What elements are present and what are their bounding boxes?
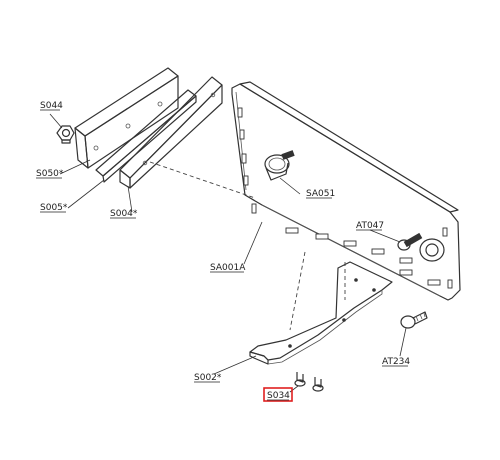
leader-at234 xyxy=(399,327,407,357)
leader-s050 xyxy=(59,159,91,175)
label-sa051: SA051 xyxy=(306,189,335,199)
highlight-box-s034 xyxy=(263,387,293,402)
screw-at234 xyxy=(400,311,428,329)
label-s034: S034 xyxy=(267,391,290,401)
label-s005: S005* xyxy=(40,203,68,213)
leader-s005 xyxy=(67,179,105,209)
main-bracket-sa001a xyxy=(231,81,461,301)
nut-s044 xyxy=(56,125,75,144)
label-s002: S002* xyxy=(194,373,222,383)
plate-s002 xyxy=(249,261,393,365)
plate-s005 xyxy=(95,89,197,183)
screw-s034 xyxy=(294,372,324,392)
leader-s004 xyxy=(127,185,133,213)
knob-sa051 xyxy=(264,150,295,181)
plate-s050 xyxy=(74,67,179,169)
leader-s044 xyxy=(49,113,63,129)
leader-at047 xyxy=(369,229,401,243)
screw-at047 xyxy=(397,232,423,251)
leader-sa001a xyxy=(243,221,263,265)
label-s044: S044 xyxy=(40,101,63,111)
alignment-line-lower-left xyxy=(289,251,306,331)
plate-s004 xyxy=(119,76,223,189)
alignment-line-plates xyxy=(149,161,256,199)
label-at047: AT047 xyxy=(356,221,384,231)
label-s050: S050* xyxy=(36,169,64,179)
label-at234: AT234 xyxy=(382,357,410,367)
leader-sa051 xyxy=(279,177,301,195)
label-sa001a: SA001A xyxy=(210,263,246,273)
label-s004: S004* xyxy=(110,209,138,219)
leader-s002 xyxy=(213,355,257,375)
